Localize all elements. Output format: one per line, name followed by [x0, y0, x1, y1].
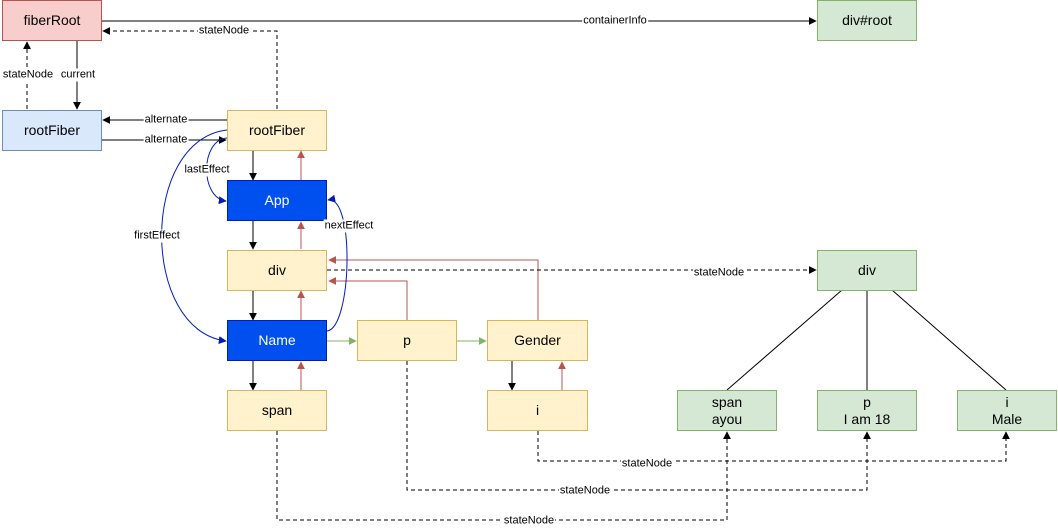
- label-current: current: [59, 68, 97, 82]
- dom-span-tag: span: [711, 393, 743, 410]
- label-first-effect: firstEffect: [133, 229, 181, 243]
- dom-p-node: p I am 18: [817, 390, 917, 431]
- dom-i-tag: i: [1005, 393, 1009, 410]
- label-statenode-i: stateNode: [620, 457, 674, 471]
- dom-p-tag: p: [863, 393, 871, 410]
- edge-statenode-wip-to-fiberroot: [102, 27, 278, 109]
- app-node: App: [227, 180, 327, 221]
- label-container-info: containerInfo: [582, 14, 648, 28]
- edge-dom-div-i: [891, 289, 1007, 391]
- label-statenode-top: stateNode: [197, 24, 251, 38]
- div-fiber-node: div: [227, 250, 327, 291]
- dom-span-text: ayou: [711, 410, 743, 427]
- i-fiber-node: i: [487, 390, 588, 431]
- edge-statenode-span: [276, 431, 731, 521]
- div-root-node: div#root: [817, 0, 917, 41]
- label-alternate-2: alternate: [143, 133, 189, 147]
- span-fiber-node: span: [227, 390, 327, 431]
- edge-return-gender-div: [328, 256, 539, 320]
- label-statenode-left: stateNode: [1, 68, 55, 82]
- dom-span-node: span ayou: [677, 390, 777, 431]
- edge-next-effect: [326, 194, 348, 332]
- edge-statenode-i: [537, 431, 1010, 462]
- label-statenode-p: stateNode: [558, 484, 612, 498]
- label-statenode-span: stateNode: [502, 514, 556, 528]
- label-alternate-1: alternate: [143, 113, 189, 127]
- fiber-root-node: fiberRoot: [2, 0, 102, 41]
- label-next-effect: nextEffect: [323, 219, 375, 233]
- edge-statenode-p: [406, 361, 871, 491]
- gender-node: Gender: [487, 320, 588, 361]
- p-fiber-node: p: [357, 320, 457, 361]
- dom-i-text: Male: [991, 410, 1023, 427]
- name-node: Name: [227, 320, 327, 361]
- label-statenode-div: stateNode: [692, 266, 746, 280]
- root-fiber-wip-node: rootFiber: [227, 110, 327, 151]
- label-last-effect: lastEffect: [183, 163, 231, 177]
- dom-i-node: i Male: [957, 390, 1057, 431]
- dom-p-text: I am 18: [843, 410, 891, 427]
- edge-return-p-div: [328, 277, 408, 320]
- root-fiber-current-node: rootFiber: [2, 110, 102, 151]
- dom-div-node: div: [817, 250, 917, 291]
- edge-dom-div-span: [726, 289, 843, 391]
